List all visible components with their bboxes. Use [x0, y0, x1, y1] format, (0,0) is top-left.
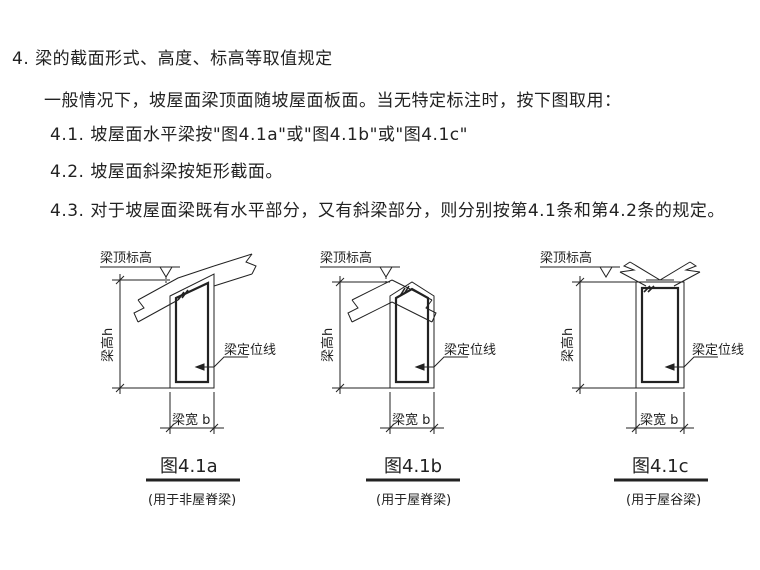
- fig-a-height-label: 梁高h: [100, 328, 116, 362]
- fig-c-caption: 图4.1c: [632, 456, 689, 477]
- fig-c-top-label: 梁顶标高: [540, 250, 592, 266]
- figure-4-1a: [100, 253, 257, 482]
- rule-4-2: 4.2. 坡屋面斜梁按矩形截面。: [50, 162, 283, 182]
- fig-b-width-label: 梁宽 b: [392, 412, 430, 428]
- fig-b-height-label: 梁高h: [320, 328, 336, 362]
- fig-a-top-label: 梁顶标高: [100, 250, 152, 266]
- fig-c-note: (用于屋谷梁): [626, 493, 701, 508]
- rule-4-3: 4.3. 对于坡屋面梁既有水平部分，又有斜梁部分，则分别按第4.1条和第4.2条…: [50, 201, 725, 221]
- fig-a-caption: 图4.1a: [160, 456, 218, 477]
- fig-a-width-label: 梁宽 b: [172, 412, 210, 428]
- fig-a-note: (用于非屋脊梁): [148, 493, 236, 508]
- section-title: 4. 梁的截面形式、高度、标高等取值规定: [12, 49, 333, 69]
- fig-c-height-label: 梁高h: [560, 328, 576, 362]
- fig-b-position-label: 梁定位线: [444, 343, 496, 358]
- rule-4-1: 4.1. 坡屋面水平梁按"图4.1a"或"图4.1b"或"图4.1c": [50, 125, 468, 145]
- fig-b-top-label: 梁顶标高: [320, 250, 372, 266]
- fig-c-width-label: 梁宽 b: [640, 412, 678, 428]
- fig-c-position-label: 梁定位线: [692, 343, 744, 358]
- fig-b-note: (用于屋脊梁): [376, 493, 451, 508]
- intro-text: 一般情况下，坡屋面梁顶面随坡屋面板面。当无特定标注时，按下图取用：: [44, 91, 622, 111]
- fig-b-caption: 图4.1b: [384, 456, 442, 477]
- figure-4-1b: [320, 266, 468, 482]
- figure-4-1c: [540, 261, 718, 482]
- fig-a-position-label: 梁定位线: [224, 343, 276, 358]
